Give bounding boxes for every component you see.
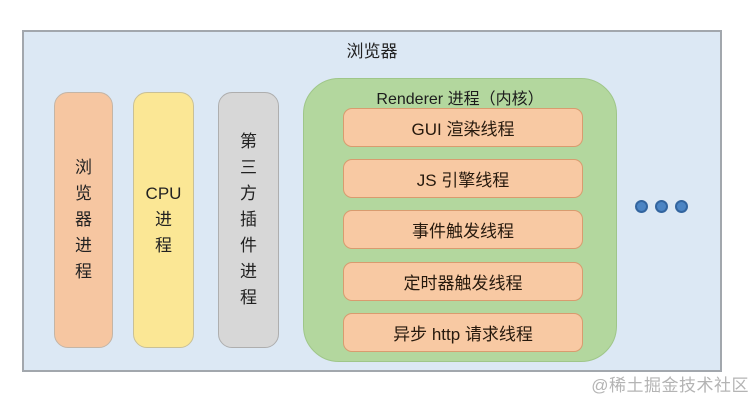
cpu-process-label: CPU 进 程 xyxy=(145,184,182,255)
browser-process-pill: 浏 览 器 进 程 xyxy=(54,92,113,348)
browser-frame-title: 浏览器 xyxy=(346,42,398,61)
ellipsis-dot-icon xyxy=(655,200,668,213)
more-processes-ellipsis xyxy=(635,200,688,213)
renderer-process-box: Renderer 进程（内核） GUI 渲染线程 JS 引擎线程 事件触发线程 … xyxy=(303,78,617,362)
watermark: @稀土掘金技术社区 xyxy=(591,376,749,395)
thread-event-trigger: 事件触发线程 xyxy=(343,210,583,249)
ellipsis-dot-icon xyxy=(675,200,688,213)
plugin-process-label: 第 三 方 插 件 进 程 xyxy=(240,132,257,307)
thread-async-http: 异步 http 请求线程 xyxy=(343,313,583,352)
ellipsis-dot-icon xyxy=(635,200,648,213)
cpu-process-pill: CPU 进 程 xyxy=(133,92,194,348)
thread-js-engine: JS 引擎线程 xyxy=(343,159,583,198)
renderer-process-title: Renderer 进程（内核） xyxy=(376,91,544,108)
browser-process-label: 浏 览 器 进 程 xyxy=(75,158,92,281)
plugin-process-pill: 第 三 方 插 件 进 程 xyxy=(218,92,279,348)
thread-gui-render: GUI 渲染线程 xyxy=(343,108,583,147)
thread-timer-trigger: 定时器触发线程 xyxy=(343,262,583,301)
